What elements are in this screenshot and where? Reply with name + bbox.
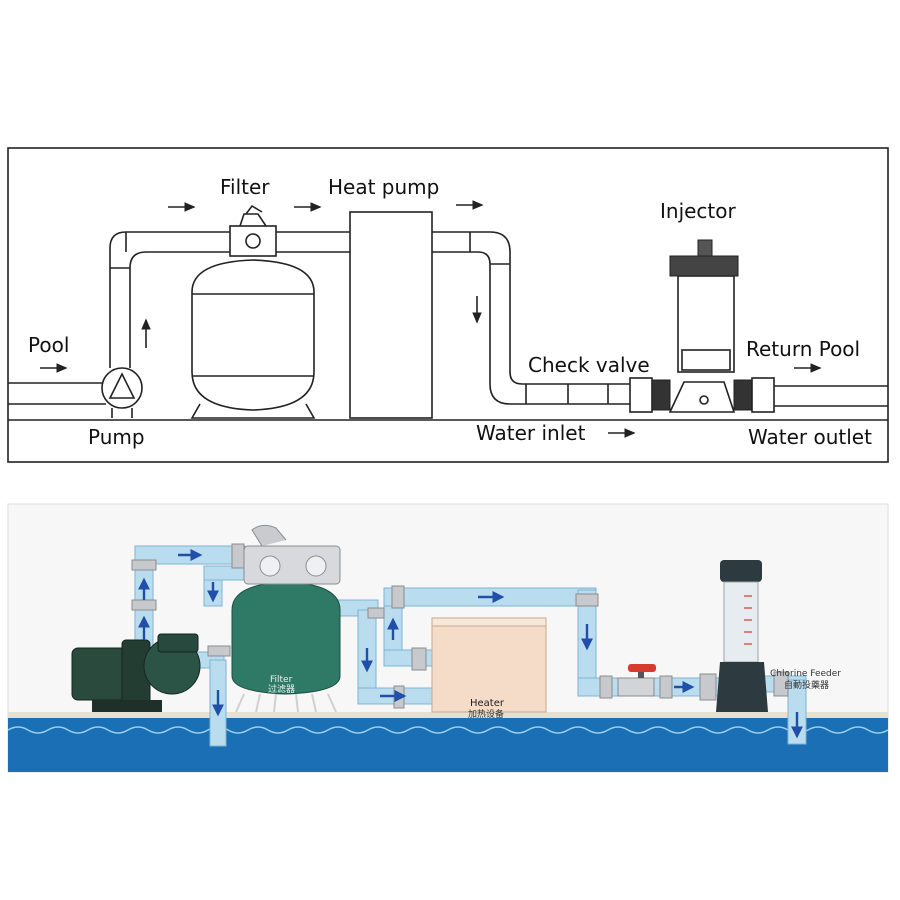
blue-flow-arrows <box>138 549 803 739</box>
label-water-inlet: Water inlet <box>476 421 586 445</box>
pool-water <box>7 712 889 772</box>
label-water-outlet: Water outlet <box>748 425 872 449</box>
heater-box: Heater 加热设备 <box>431 617 547 720</box>
label-heater-en: Heater <box>470 698 505 709</box>
inlet-pipe <box>8 382 106 405</box>
pump-to-filter-pipe <box>109 231 230 368</box>
label-filter: Filter <box>220 175 270 199</box>
pump-symbol <box>101 367 143 418</box>
bottom-diagram: Filter 过滤器 Heater 加热设备 <box>7 503 889 773</box>
injector-unit <box>629 239 775 413</box>
label-pool: Pool <box>28 333 69 357</box>
flow-arrows <box>40 200 822 438</box>
heat-pump-box <box>349 211 433 419</box>
top-diagram: Filter Heat pump Injector Pool Check val… <box>7 147 889 463</box>
filter-to-heatpump-pipe <box>276 231 350 253</box>
chlorine-feeder: Chlorine Feeder 自動投藥器 <box>716 560 841 712</box>
label-feeder-cn: 自動投藥器 <box>784 679 829 691</box>
label-heater-cn: 加热设备 <box>468 708 504 720</box>
label-check-valve: Check valve <box>528 353 650 377</box>
label-pump: Pump <box>88 425 145 449</box>
label-filter-en: Filter <box>270 675 293 685</box>
label-return-pool: Return Pool <box>746 337 860 361</box>
top-frame <box>7 147 889 463</box>
heatpump-to-valve-pipe <box>432 231 640 405</box>
check-valve <box>617 664 656 697</box>
label-injector: Injector <box>660 199 737 223</box>
sand-filter: Filter 过滤器 <box>231 524 341 713</box>
filter-tank <box>190 204 316 419</box>
label-filter-cn: 过滤器 <box>268 683 295 695</box>
return-pipe <box>774 385 888 407</box>
label-heat-pump: Heat pump <box>328 175 439 199</box>
label-feeder-en: Chlorine Feeder <box>770 669 841 679</box>
pump-motor <box>71 633 201 712</box>
